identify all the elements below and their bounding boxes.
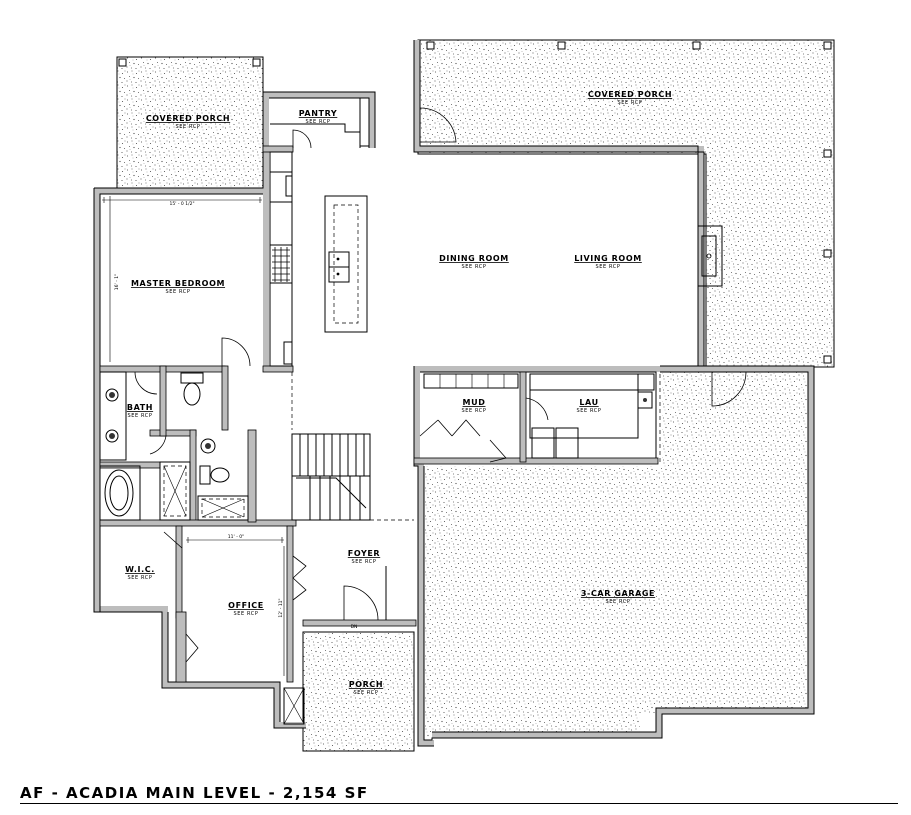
svg-text:W.I.C.: W.I.C. [125, 565, 155, 574]
step-down-label: DN [351, 624, 358, 630]
label-mud: MUD SEE RCP [461, 398, 486, 414]
porch-area [302, 631, 415, 752]
svg-text:SEE RCP: SEE RCP [233, 611, 258, 617]
svg-text:FOYER: FOYER [348, 549, 380, 558]
label-living-room: LIVING ROOM SEE RCP [574, 254, 642, 270]
svg-text:SEE RCP: SEE RCP [461, 408, 486, 414]
kitchen [269, 151, 368, 430]
stairs [291, 433, 414, 521]
label-bath: BATH SEE RCP [127, 403, 153, 419]
kitchen-island [324, 195, 368, 333]
label-pantry: PANTRY SEE RCP [299, 109, 338, 125]
garage-area [424, 371, 812, 742]
svg-text:PORCH: PORCH [349, 680, 383, 689]
svg-text:MUD: MUD [463, 398, 486, 407]
svg-text:SEE RCP: SEE RCP [461, 264, 486, 270]
svg-text:OFFICE: OFFICE [228, 601, 264, 610]
svg-text:BATH: BATH [127, 403, 153, 412]
mud-laundry [419, 371, 747, 463]
dim-master-width: 15' - 0 1/2" [169, 201, 194, 207]
svg-text:SEE RCP: SEE RCP [617, 100, 642, 106]
label-foyer: FOYER SEE RCP [348, 549, 380, 565]
label-porch: PORCH SEE RCP [349, 680, 383, 696]
svg-text:LAU: LAU [579, 398, 598, 407]
master-suite [99, 196, 262, 521]
interior-walls [99, 145, 659, 683]
svg-text:DINING ROOM: DINING ROOM [439, 254, 509, 263]
svg-text:SEE RCP: SEE RCP [576, 408, 601, 414]
svg-text:SEE RCP: SEE RCP [605, 599, 630, 605]
label-dining-room: DINING ROOM SEE RCP [439, 254, 509, 270]
porch-posts [118, 41, 832, 364]
covered-porch-left-area [116, 56, 264, 191]
fireplace-icon [697, 225, 723, 287]
svg-text:SEE RCP: SEE RCP [127, 575, 152, 581]
svg-text:PANTRY: PANTRY [299, 109, 338, 118]
svg-text:SEE RCP: SEE RCP [351, 559, 376, 565]
label-wic: W.I.C. SEE RCP [125, 565, 155, 581]
plan-caption: AF - ACADIA MAIN LEVEL - 2,154 SF [20, 784, 898, 804]
svg-text:SEE RCP: SEE RCP [595, 264, 620, 270]
svg-text:SEE RCP: SEE RCP [305, 119, 330, 125]
svg-text:COVERED PORCH: COVERED PORCH [146, 114, 230, 123]
svg-text:LIVING ROOM: LIVING ROOM [574, 254, 642, 263]
svg-text:SEE RCP: SEE RCP [165, 289, 190, 295]
svg-text:SEE RCP: SEE RCP [127, 413, 152, 419]
dim-office-depth: 12' - 11" [278, 598, 284, 617]
foyer-office [163, 531, 387, 725]
label-office: OFFICE SEE RCP [228, 601, 264, 617]
svg-text:SEE RCP: SEE RCP [175, 124, 200, 130]
exterior-walls [94, 40, 814, 746]
dim-master-depth: 16' - 1" [114, 274, 120, 290]
label-covered-porch-left: COVERED PORCH SEE RCP [146, 114, 230, 130]
label-garage: 3-CAR GARAGE SEE RCP [581, 589, 655, 605]
svg-text:SEE RCP: SEE RCP [353, 690, 378, 696]
dim-office-width: 11' - 0" [228, 534, 244, 540]
svg-text:MASTER BEDROOM: MASTER BEDROOM [131, 279, 225, 288]
label-covered-porch-right: COVERED PORCH SEE RCP [588, 90, 672, 106]
label-master-bedroom: MASTER BEDROOM SEE RCP [131, 279, 225, 295]
pantry-fixtures [270, 97, 457, 149]
svg-text:3-CAR GARAGE: 3-CAR GARAGE [581, 589, 655, 598]
label-lau: LAU SEE RCP [576, 398, 601, 414]
svg-text:COVERED PORCH: COVERED PORCH [588, 90, 672, 99]
